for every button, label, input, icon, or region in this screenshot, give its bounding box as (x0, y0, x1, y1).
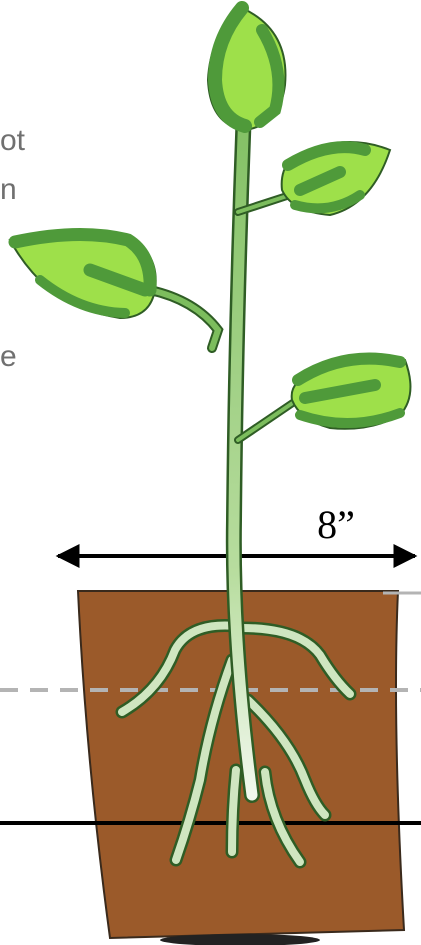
dimension-label: 8” (317, 502, 355, 547)
leaf-left (10, 232, 156, 318)
leaf-lower-right (292, 356, 411, 429)
leaf-upper-right (282, 142, 390, 215)
petioles (150, 195, 300, 440)
leaf-top (208, 8, 285, 130)
